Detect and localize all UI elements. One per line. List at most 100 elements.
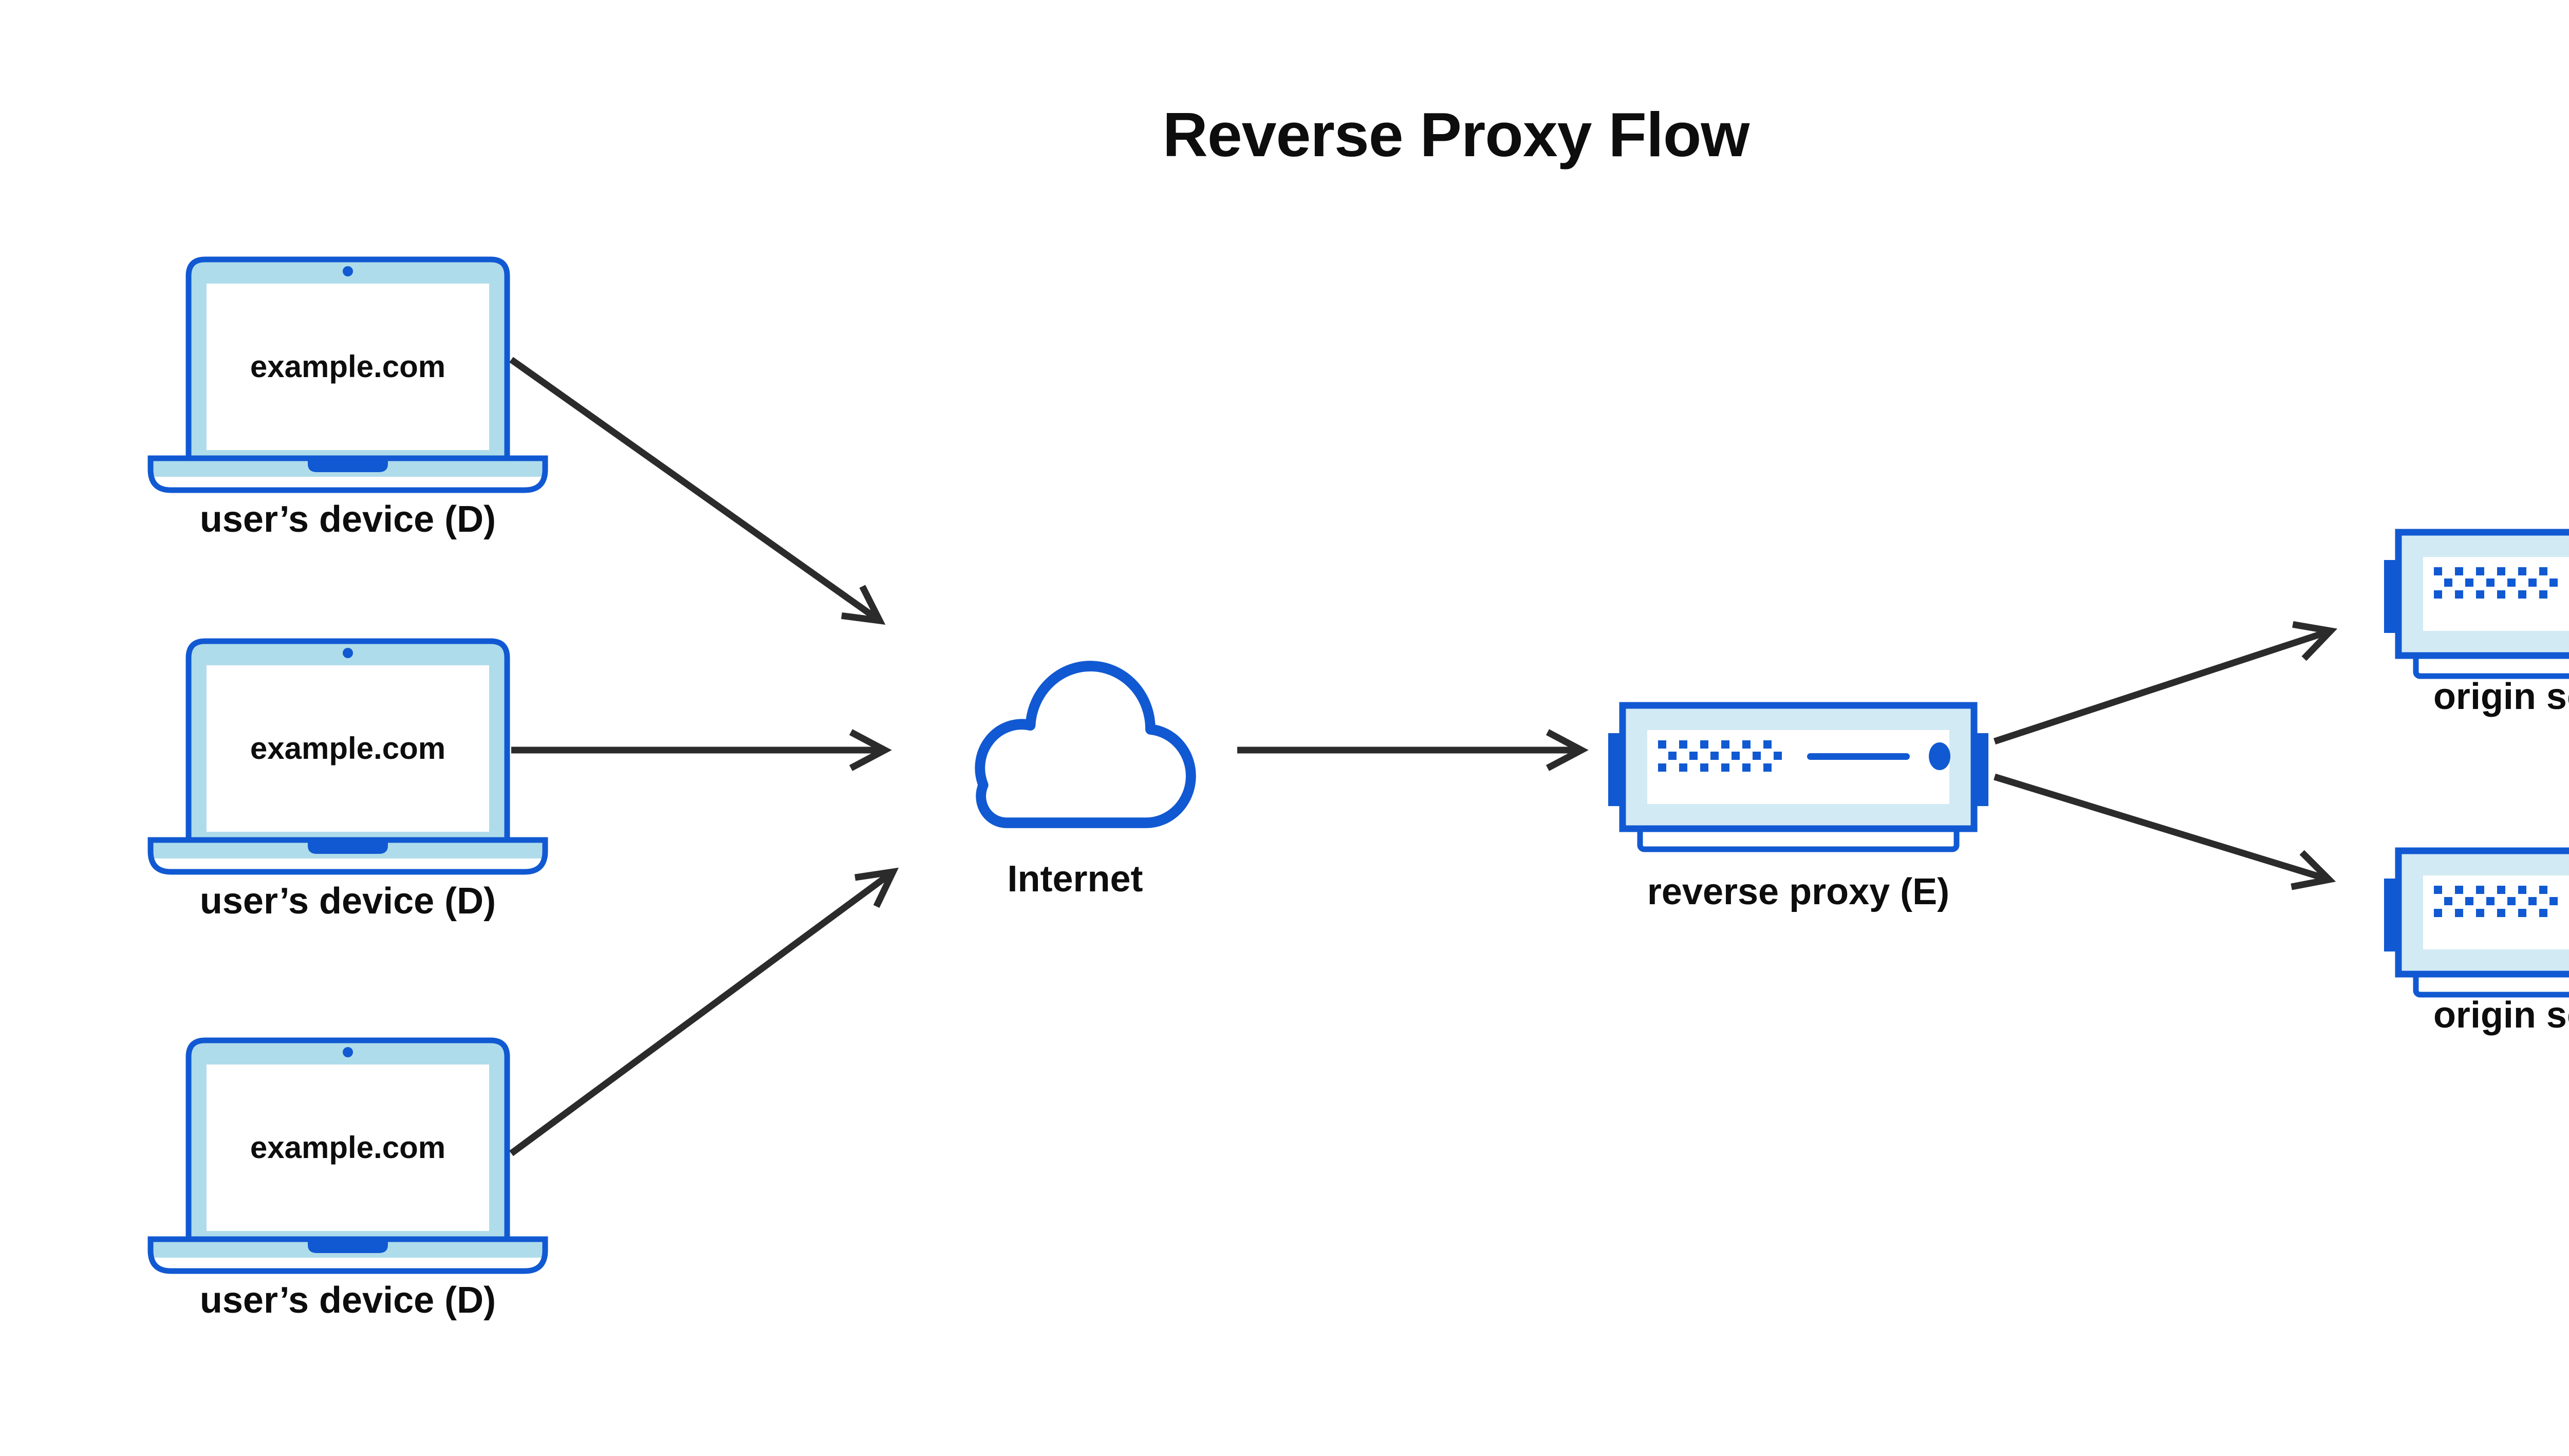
vent-dot xyxy=(2476,886,2484,894)
vent-dot xyxy=(1763,740,1772,749)
user-device-3-icon: example.com xyxy=(147,1037,548,1275)
arrow-proxy-to-origin1 xyxy=(1993,621,2338,745)
vent-dot xyxy=(2528,897,2537,905)
vent-dot xyxy=(2476,590,2484,599)
origin-server-1-node xyxy=(2384,529,2569,688)
laptop-base-notch xyxy=(308,841,388,854)
vent-dot xyxy=(1742,740,1751,749)
vent-dot xyxy=(1700,740,1708,749)
laptop-screen xyxy=(207,1065,489,1231)
origin-server-2-label: origin server (F) xyxy=(2433,995,2569,1036)
reverse-proxy-label: reverse proxy (E) xyxy=(1647,871,1950,912)
vent-dot xyxy=(2455,909,2463,917)
vent-dot xyxy=(2497,909,2505,917)
vent-dot xyxy=(2476,909,2484,917)
vent-dot xyxy=(2434,567,2442,575)
user-device-2-icon: example.com xyxy=(147,638,548,876)
vent-dot xyxy=(2497,567,2505,575)
vent-dot xyxy=(2434,909,2442,917)
internet-label: Internet xyxy=(1007,858,1143,900)
vent-dot xyxy=(2549,897,2558,905)
vent-dot xyxy=(2539,590,2547,599)
reverse-proxy-node xyxy=(1608,702,1988,862)
laptop-screen xyxy=(207,284,489,450)
laptop-icon: example.com xyxy=(147,256,548,493)
laptop-screen xyxy=(207,665,489,832)
laptop-camera-icon xyxy=(343,1047,353,1057)
arrow-device1-to-internet xyxy=(509,357,886,625)
vent-dot xyxy=(1658,763,1666,772)
laptop-base xyxy=(147,837,548,875)
vent-dot xyxy=(1774,752,1782,760)
server-icon xyxy=(2384,847,2569,998)
laptop-camera-icon xyxy=(343,648,353,658)
vent-dot xyxy=(2518,567,2526,575)
vent-dot xyxy=(1721,763,1729,772)
vent-dot xyxy=(2518,909,2526,917)
laptop-screen-text: example.com xyxy=(250,731,445,766)
server-slot-line xyxy=(1807,753,1910,760)
vent-dot xyxy=(2465,897,2473,905)
vent-dot xyxy=(2518,886,2526,894)
server-face xyxy=(1647,730,1949,804)
vent-dot xyxy=(2476,567,2484,575)
vent-dot xyxy=(2486,897,2494,905)
vent-dot xyxy=(1763,763,1772,772)
vent-dot xyxy=(2455,886,2463,894)
vent-dot xyxy=(1753,752,1761,760)
vent-dot xyxy=(2444,578,2452,587)
vent-dot xyxy=(2539,886,2547,894)
user-device-3-label: user’s device (D) xyxy=(199,1280,496,1321)
vent-dot xyxy=(1679,740,1687,749)
vent-dot xyxy=(2507,578,2516,587)
vent-dot xyxy=(1742,763,1751,772)
cloud-icon xyxy=(975,661,1196,828)
vent-dot xyxy=(2507,897,2516,905)
vent-dot xyxy=(2518,590,2526,599)
cloud-outline xyxy=(975,661,1196,828)
user-device-1-label: user’s device (D) xyxy=(199,499,496,540)
vent-dot xyxy=(2434,590,2442,599)
laptop-camera-icon xyxy=(343,266,353,276)
vent-dot xyxy=(1689,752,1698,760)
laptop-base xyxy=(147,1236,548,1274)
arrow-proxy-to-origin2 xyxy=(1994,773,2336,890)
laptop-screen-text: example.com xyxy=(250,1130,445,1165)
laptop-base xyxy=(147,455,548,493)
vent-dot xyxy=(1700,763,1708,772)
vent-dot xyxy=(2486,578,2494,587)
page-title: Reverse Proxy Flow xyxy=(1162,100,1750,170)
server-vent-dots xyxy=(2434,567,2558,599)
server-icon xyxy=(2384,529,2569,679)
origin-server-1-label: origin server (F) xyxy=(2433,676,2569,717)
laptop-icon: example.com xyxy=(147,638,548,875)
vent-dot xyxy=(2444,897,2452,905)
laptop-base-notch xyxy=(308,459,388,472)
vent-dot xyxy=(1732,752,1740,760)
server-vent-dots xyxy=(1658,740,1782,772)
vent-dot xyxy=(2497,590,2505,599)
vent-dot xyxy=(2528,578,2537,587)
origin-server-2-node xyxy=(2384,847,2569,1007)
laptop-icon: example.com xyxy=(147,1037,548,1274)
internet-node xyxy=(945,654,1205,829)
vent-dot xyxy=(2539,909,2547,917)
vent-dot xyxy=(1721,740,1729,749)
vent-dot xyxy=(1668,752,1677,760)
vent-dot xyxy=(2455,567,2463,575)
vent-dot xyxy=(2539,567,2547,575)
vent-dot xyxy=(2465,578,2473,587)
user-device-1-icon: example.com xyxy=(147,256,548,494)
arrow-device3-to-internet xyxy=(509,867,899,1156)
vent-dot xyxy=(2434,886,2442,894)
vent-dot xyxy=(1658,740,1666,749)
vent-dot xyxy=(2549,578,2558,587)
server-vent-dots xyxy=(2434,886,2558,917)
laptop-base-notch xyxy=(308,1240,388,1253)
vent-dot xyxy=(2455,590,2463,599)
server-power-dot xyxy=(1929,742,1950,770)
laptop-screen-text: example.com xyxy=(250,349,445,384)
vent-dot xyxy=(1710,752,1719,760)
